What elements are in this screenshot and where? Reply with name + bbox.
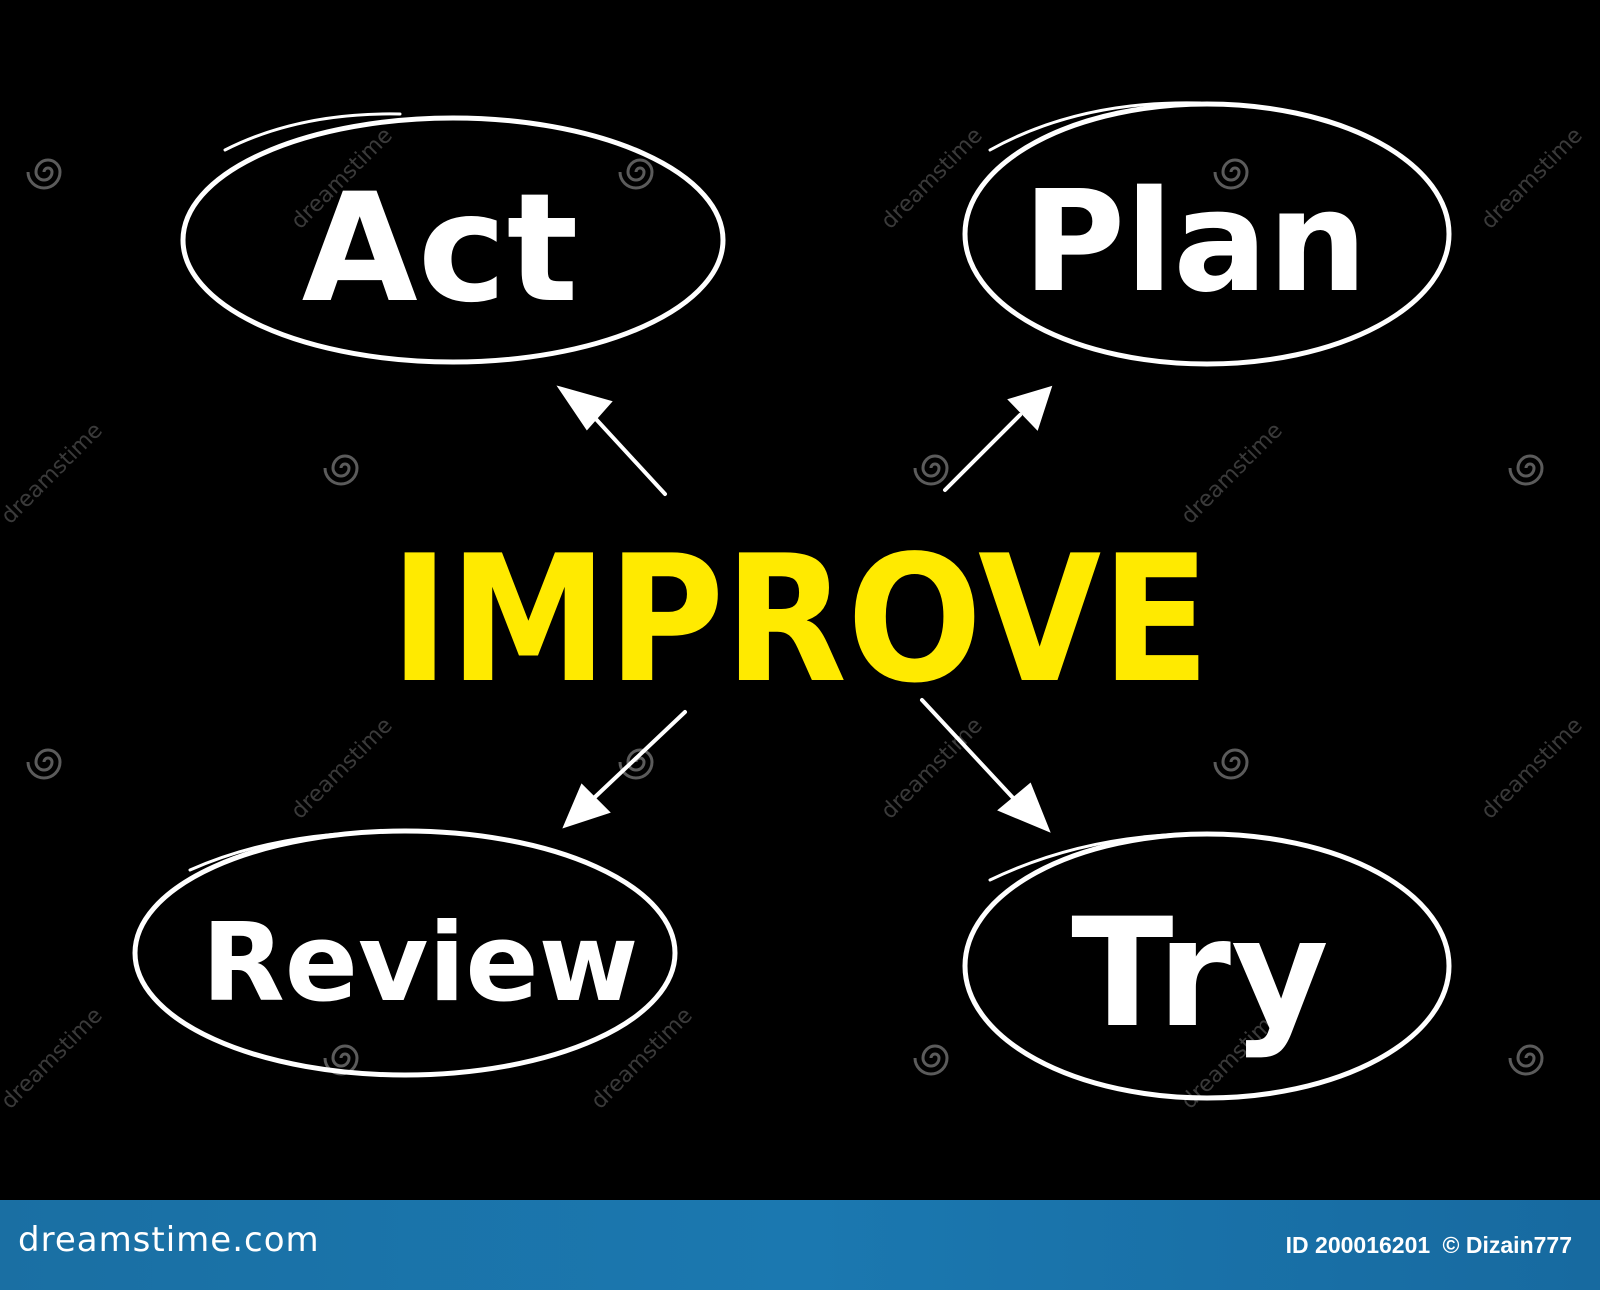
node-act-outline [180, 115, 726, 365]
spiral-icon [26, 158, 62, 190]
watermark-text: dreamstime [1477, 123, 1588, 234]
spiral-icon [26, 748, 62, 780]
arrow-to-plan [943, 385, 1053, 492]
spiral-icon [913, 1044, 949, 1076]
spiral-icon [1213, 748, 1249, 780]
footer-credit[interactable]: © Dizain777 [1442, 1232, 1572, 1258]
node-act-label: Act [302, 162, 579, 336]
arrow-to-review [562, 710, 687, 829]
node-try-stroke [988, 832, 1212, 882]
node-plan-label: Plan [1023, 161, 1368, 324]
watermark-text: dreamstime [0, 1003, 108, 1114]
node-plan [962, 101, 1452, 367]
node-plan-outline [962, 101, 1452, 367]
spiral-icon [913, 454, 949, 486]
spiral-icon [1508, 1044, 1544, 1076]
watermark-text: dreamstime [0, 418, 108, 529]
node-try [962, 831, 1452, 1101]
diagram-board: dreamstime dreamstime dreamstime dreamst… [0, 101, 1588, 1115]
arrow-to-act [556, 385, 667, 496]
node-review-label: Review [202, 901, 639, 1026]
footer-meta: ID 200016201 © Dizain777 [1280, 1232, 1572, 1259]
footer-brand-logo[interactable]: dreamstime.com [18, 1220, 320, 1260]
center-label: IMPROVE [390, 519, 1210, 722]
node-review-outline [132, 828, 678, 1078]
watermark-text: dreamstime [287, 713, 398, 824]
node-review-stroke [188, 830, 402, 872]
arrow-to-try [920, 698, 1051, 833]
node-plan-stroke [988, 101, 1202, 152]
spiral-icon [618, 158, 654, 190]
footer-image-id: ID 200016201 [1285, 1232, 1431, 1258]
watermark-text: dreamstime [877, 713, 988, 824]
footer-bar: dreamstime.com ID 200016201 © Dizain777 [0, 1200, 1600, 1290]
watermark-text: dreamstime [1177, 418, 1288, 529]
spiral-icon [323, 454, 359, 486]
node-act [180, 112, 726, 365]
mind-map: dreamstime dreamstime dreamstime dreamst… [0, 101, 1588, 1114]
node-try-label: Try [1071, 887, 1329, 1061]
watermark-text: dreamstime [1477, 713, 1588, 824]
node-act-stroke [223, 112, 402, 152]
node-review [132, 828, 678, 1078]
spiral-icon [1508, 454, 1544, 486]
watermark-text: dreamstime [877, 123, 988, 234]
spiral-icon [618, 748, 654, 780]
